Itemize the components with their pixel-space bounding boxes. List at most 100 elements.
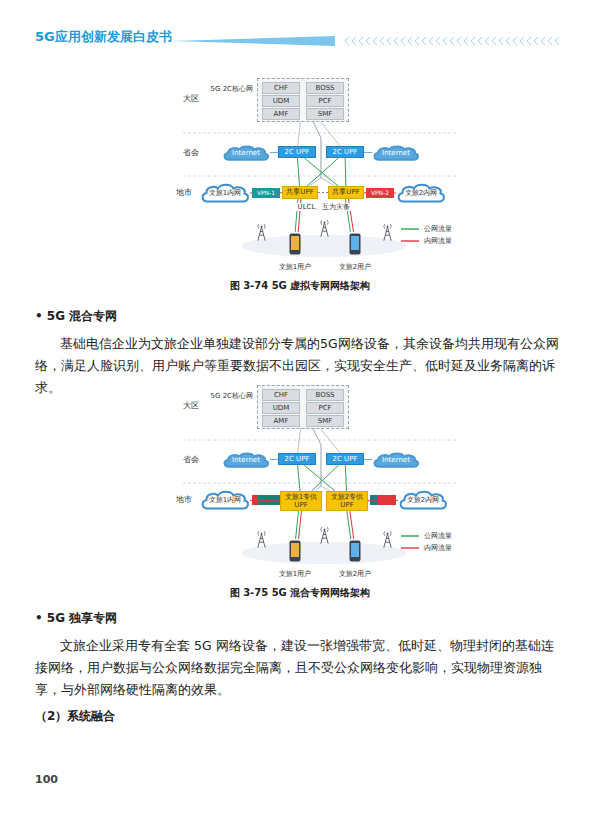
network-link bbox=[364, 152, 372, 153]
link-line bbox=[368, 500, 398, 501]
node-label: PCF bbox=[318, 404, 331, 412]
chevron bbox=[415, 37, 419, 45]
legend-text: 公网流量 bbox=[424, 224, 452, 234]
network-link bbox=[270, 459, 278, 460]
node-label: UDM bbox=[273, 97, 290, 105]
chevron bbox=[548, 37, 552, 45]
node-label: PCF bbox=[318, 97, 331, 105]
cloud-shape bbox=[203, 492, 248, 509]
link-line bbox=[364, 152, 372, 153]
region-label: 大区 bbox=[183, 401, 199, 411]
legend-line bbox=[401, 240, 419, 241]
diagram-2-ground bbox=[183, 440, 458, 564]
subsection-heading: （2）系统融合 bbox=[35, 709, 115, 723]
vpn-bar: VPN-2 bbox=[366, 188, 394, 198]
antenna-symbol bbox=[384, 224, 391, 241]
link-line bbox=[307, 158, 338, 186]
link-line bbox=[345, 465, 346, 491]
vpn-bar: VPN-1 bbox=[252, 188, 280, 198]
link-line bbox=[298, 465, 300, 491]
upf-box: 共享UPF bbox=[328, 186, 364, 199]
legend-line bbox=[401, 228, 419, 229]
antenna-symbol bbox=[258, 531, 265, 548]
antenna-symbol bbox=[321, 220, 328, 237]
internet-cloud: Internet bbox=[222, 452, 270, 468]
node-label: 共享UPF bbox=[286, 188, 313, 196]
network-link bbox=[312, 465, 339, 491]
upf-box: 共享UPF bbox=[282, 186, 318, 199]
phone-screen bbox=[351, 236, 359, 250]
network-link bbox=[270, 152, 278, 153]
network-link bbox=[298, 465, 300, 491]
node-label: 文旅1内网 bbox=[209, 189, 241, 197]
section-bullet: • 5G 独享专网 bbox=[35, 611, 117, 625]
upf-box: 2C UPF bbox=[278, 146, 316, 158]
upf-box: 文旅1专供UPF bbox=[280, 491, 322, 511]
chevron bbox=[450, 37, 454, 45]
upf-box: 文旅2专供UPF bbox=[326, 491, 368, 511]
cloud-shape bbox=[225, 453, 268, 466]
legend-entry: 内网流量 bbox=[400, 543, 452, 553]
node-label: AMF bbox=[274, 110, 289, 118]
chevron bbox=[499, 37, 503, 45]
node-label: 文旅1用户 bbox=[279, 263, 311, 271]
node-label: SMF bbox=[318, 417, 333, 425]
region-divider bbox=[183, 440, 458, 441]
network-link bbox=[345, 465, 346, 491]
node-label: 共享UPF bbox=[332, 188, 359, 196]
chevron bbox=[485, 37, 489, 45]
user-terminal: 文旅2用户 bbox=[336, 232, 374, 272]
traffic-line bbox=[299, 511, 302, 539]
internet-cloud: Internet bbox=[222, 145, 270, 161]
link-line bbox=[304, 465, 335, 491]
link-line bbox=[394, 193, 396, 194]
core-network-box: 5G 2C核心网CHFBOSSUDMPCFAMFSMF bbox=[257, 78, 349, 122]
chevron bbox=[345, 37, 349, 45]
network-function-box: CHF bbox=[262, 82, 300, 94]
antenna-symbol bbox=[321, 527, 328, 544]
body-paragraph: 基础电信企业为文旅企业单独建设部分专属的5G网络设备，其余设备均共用现有公众网络… bbox=[35, 333, 565, 399]
phone-body bbox=[290, 541, 301, 562]
node-label: 2C UPF bbox=[333, 455, 358, 463]
traffic-line bbox=[350, 511, 354, 539]
legend-entry: 内网流量 bbox=[400, 236, 452, 246]
link-line bbox=[321, 122, 340, 146]
core-network-box: 5G 2C核心网CHFBOSSUDMPCFAMFSMF bbox=[257, 385, 349, 429]
node-label: Internet bbox=[232, 149, 260, 157]
link-line bbox=[318, 192, 328, 193]
coverage-ground bbox=[242, 542, 406, 564]
phone-icon bbox=[289, 540, 301, 562]
chevron bbox=[366, 37, 370, 45]
network-link bbox=[345, 158, 347, 186]
chevron bbox=[506, 37, 510, 45]
node-label: VPN-2 bbox=[371, 190, 389, 197]
chevron bbox=[394, 37, 398, 45]
network-link bbox=[250, 500, 280, 501]
link-line bbox=[270, 152, 278, 153]
link-line bbox=[297, 158, 299, 186]
intranet-cloud: 文旅2内网 bbox=[396, 183, 446, 203]
chevron bbox=[408, 37, 412, 45]
chevron bbox=[401, 37, 405, 45]
phone-icon bbox=[349, 233, 361, 255]
phone-screen bbox=[351, 543, 359, 557]
node-label: Internet bbox=[232, 456, 260, 464]
phone-screen bbox=[291, 543, 299, 557]
chevron bbox=[513, 37, 517, 45]
node-label: SMF bbox=[318, 110, 333, 118]
region-label: 地市 bbox=[176, 495, 192, 505]
intranet-cloud: 文旅1内网 bbox=[200, 490, 250, 510]
network-function-box: PCF bbox=[306, 402, 344, 414]
link-line bbox=[304, 158, 338, 186]
intranet-bar bbox=[370, 495, 378, 505]
diagram-1-ground bbox=[183, 133, 458, 257]
figure-caption: 图 3-75 5G 混合专网网络架构 bbox=[0, 587, 600, 599]
chevron bbox=[436, 37, 440, 45]
network-link bbox=[296, 511, 302, 539]
phone-body bbox=[290, 234, 301, 255]
chevron bbox=[471, 37, 475, 45]
node-label: 文旅1用户 bbox=[279, 570, 311, 578]
link-line bbox=[298, 429, 301, 453]
chevron bbox=[555, 37, 559, 45]
